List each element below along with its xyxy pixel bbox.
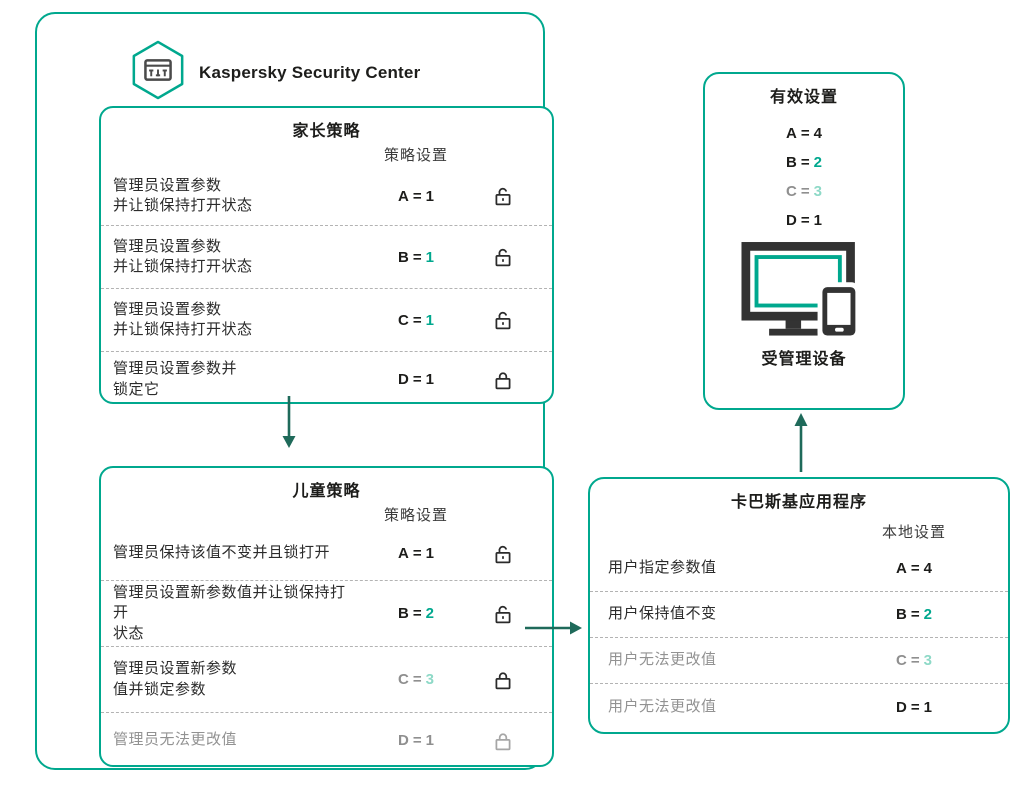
policy-settings-header: 策略设置: [383, 506, 448, 524]
lock-open-icon: [472, 309, 534, 331]
parent-policy-row: 管理员设置参数 并让锁保持打开状态 C=1: [101, 289, 552, 352]
local-settings-header: 本地设置: [881, 523, 946, 541]
effective-settings-title: 有效设置: [769, 89, 838, 106]
effective-value: A=4: [786, 125, 822, 142]
parent-policy-column-header-row: 策略设置: [101, 141, 552, 167]
lock-open-icon: [472, 185, 534, 207]
kaspersky-application-box: 卡巴斯基应用程序 本地设置 用户指定参数值 A=4 用户保持值不变 B=2 用户…: [588, 477, 1010, 734]
row-description: 管理员保持该值不变并且锁打开: [113, 544, 331, 562]
ksc-header: Kaspersky Security Center: [129, 39, 420, 106]
row-value: B=2: [896, 606, 932, 623]
row-value: C=1: [398, 311, 434, 329]
child-policy-row: 管理员无法更改值 D=1: [101, 713, 552, 768]
row-description: 管理员设置参数 并让锁保持打开状态: [113, 300, 253, 338]
parent-policy-row: 管理员设置参数 并让锁保持打开状态 B=1: [101, 226, 552, 289]
row-value: D=1: [398, 371, 434, 388]
row-value: A=4: [896, 560, 932, 577]
effective-settings-box: 有效设置 A=4 B=2 C=3 D=1 受管理设备: [703, 72, 905, 410]
application-title: 卡巴斯基应用程序: [730, 494, 867, 511]
row-description: 用户指定参数值: [608, 559, 717, 577]
child-policy-row: 管理员保持该值不变并且锁打开 A=1: [101, 527, 552, 581]
lock-open-icon: [472, 246, 534, 268]
row-description: 管理员设置参数并 锁定它: [113, 360, 238, 398]
application-row: 用户无法更改值 C=3: [590, 638, 1008, 684]
row-value: C=3: [398, 671, 434, 688]
kaspersky-logo-icon: [129, 39, 187, 106]
ksc-container-box: Kaspersky Security Center 家长策略 策略设置 管理员设…: [35, 12, 554, 770]
child-policy-column-header-row: 策略设置: [101, 501, 552, 527]
policy-settings-header: 策略设置: [383, 146, 448, 164]
child-policy-row: 管理员设置新参数值并让锁保持打开 状态 B=2: [101, 581, 552, 647]
lock-closed-icon: [472, 369, 534, 391]
lock-open-icon: [472, 543, 534, 565]
ksc-title: Kaspersky Security Center: [199, 62, 421, 82]
parent-policy-title: 家长策略: [292, 123, 361, 140]
lock-open-icon: [472, 603, 534, 625]
parent-policy-row: 管理员设置参数 并让锁保持打开状态 A=1: [101, 167, 552, 226]
child-policy-row: 管理员设置新参数 值并锁定参数 C=3: [101, 647, 552, 713]
effective-value: B=2: [786, 154, 822, 171]
effective-values: A=4 B=2 C=3 D=1: [705, 119, 903, 235]
row-value: C=3: [896, 652, 932, 669]
row-description: 用户保持值不变: [608, 605, 717, 623]
row-value: D=1: [398, 732, 434, 749]
row-value: B=2: [398, 605, 434, 622]
lock-closed-icon: [472, 730, 534, 752]
managed-device-label: 受管理设备: [761, 351, 847, 368]
row-description: 管理员设置参数 并让锁保持打开状态: [113, 176, 253, 214]
child-policy-box: 儿童策略 策略设置 管理员保持该值不变并且锁打开 A=1 管理员设置新参数值并让…: [99, 466, 554, 767]
lock-closed-icon: [472, 669, 534, 691]
application-row: 用户指定参数值 A=4: [590, 546, 1008, 592]
row-description: 管理员无法更改值: [113, 731, 238, 749]
child-policy-title: 儿童策略: [292, 483, 361, 500]
row-description: 管理员设置新参数 值并锁定参数: [113, 660, 238, 698]
application-row: 用户无法更改值 D=1: [590, 684, 1008, 730]
row-description: 用户无法更改值: [608, 697, 717, 715]
row-value: A=1: [398, 545, 434, 562]
parent-policy-box: 家长策略 策略设置 管理员设置参数 并让锁保持打开状态 A=1 管理员设置参数 …: [99, 106, 554, 404]
application-column-header-row: 本地设置: [590, 516, 1008, 546]
effective-value: C=3: [786, 183, 822, 200]
monitor-and-phone-icon: [705, 241, 903, 339]
row-value: A=1: [398, 187, 434, 205]
application-row: 用户保持值不变 B=2: [590, 592, 1008, 638]
row-description: 管理员设置新参数值并让锁保持打开 状态: [113, 584, 346, 642]
row-value: D=1: [896, 698, 932, 716]
parent-policy-row: 管理员设置参数并 锁定它 D=1: [101, 352, 552, 407]
effective-value: D=1: [786, 212, 822, 229]
row-description: 用户无法更改值: [608, 651, 717, 669]
row-description: 管理员设置参数 并让锁保持打开状态: [113, 237, 253, 275]
row-value: B=1: [398, 248, 434, 266]
